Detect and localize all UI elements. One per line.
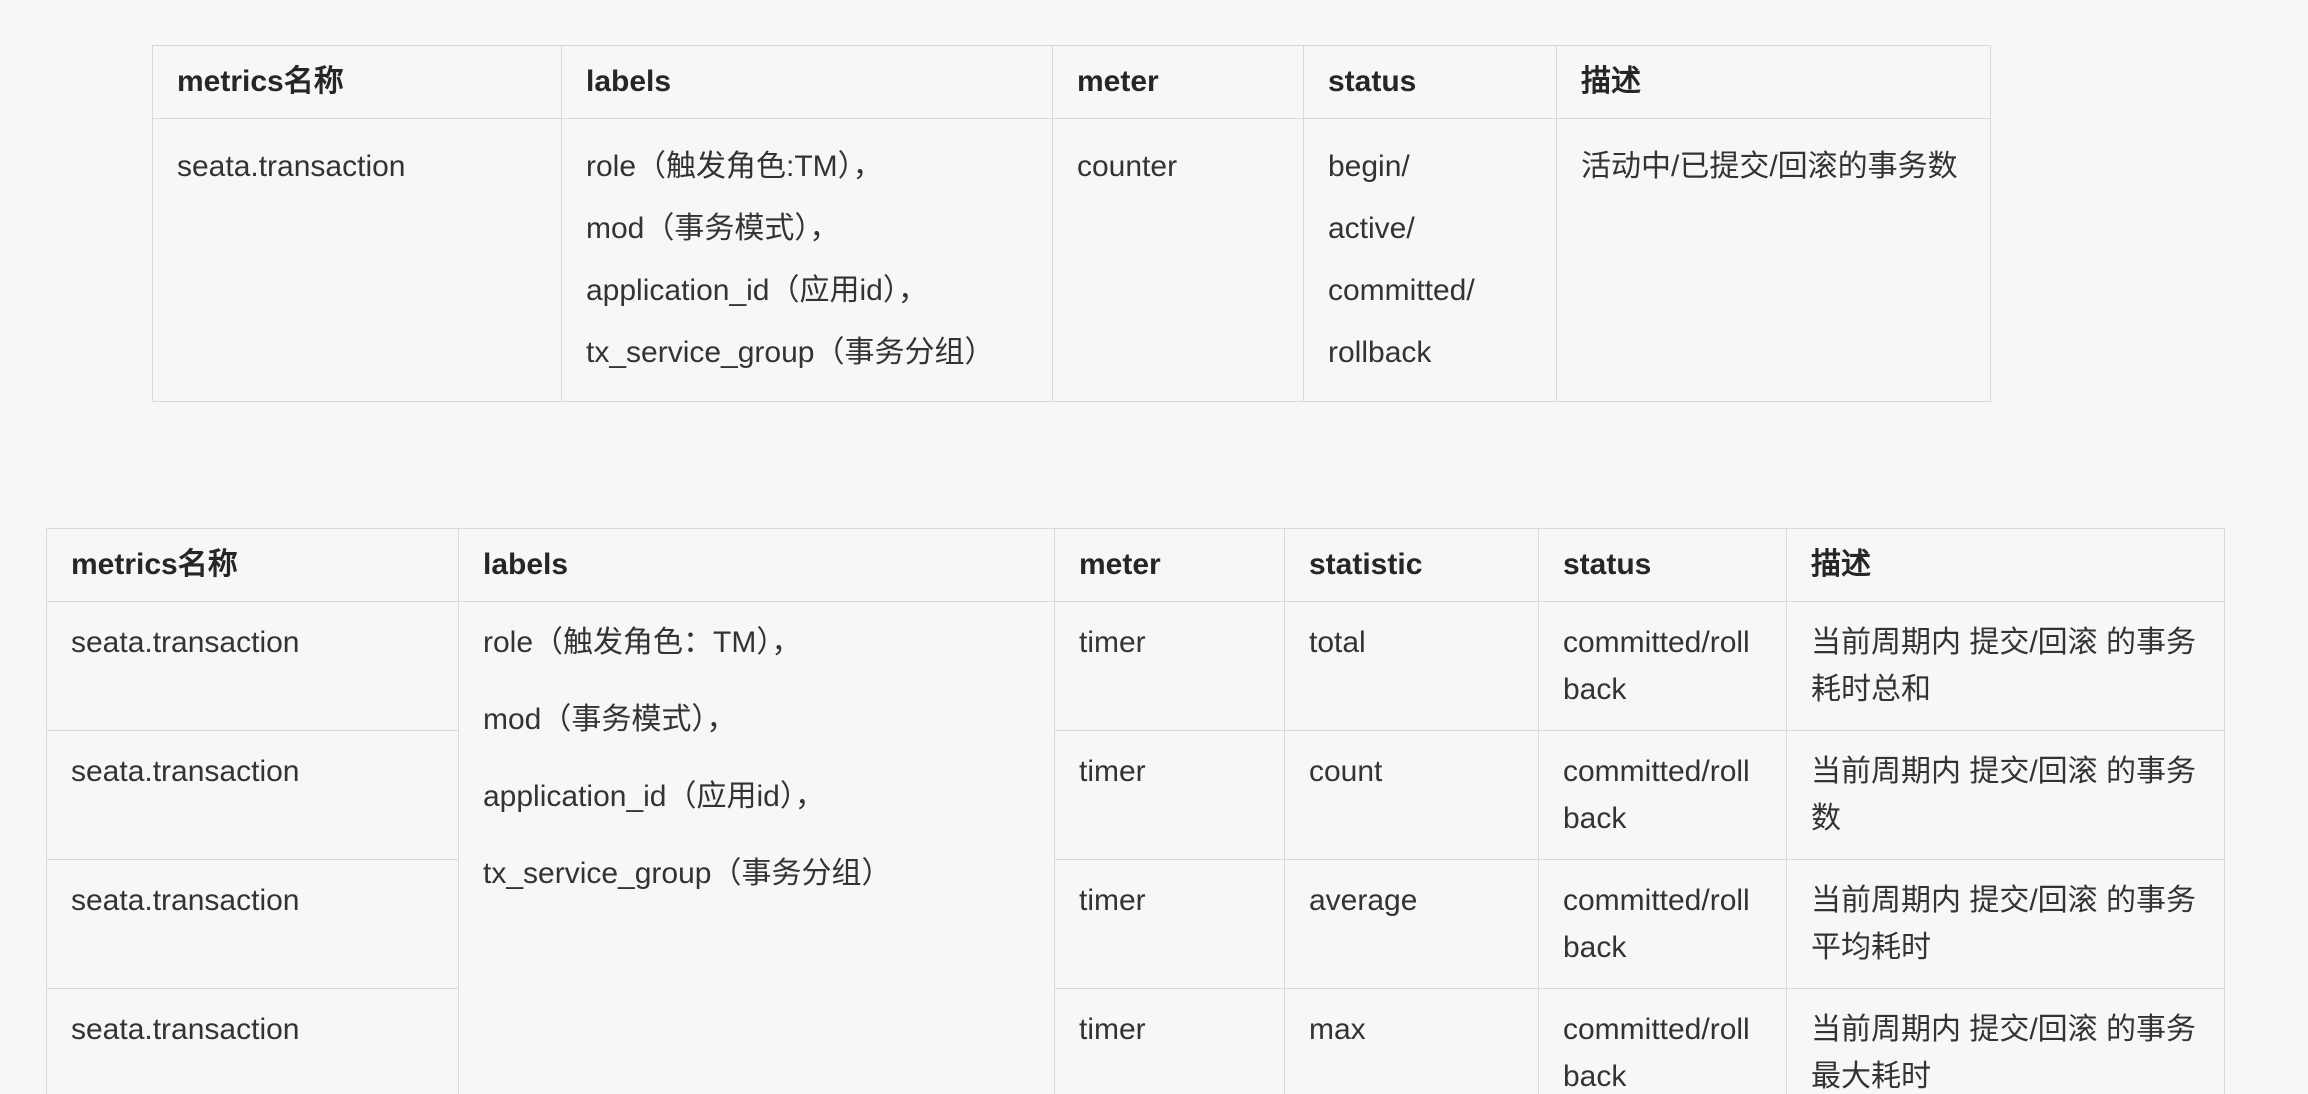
cell-metrics-name: seata.transaction — [46, 730, 459, 860]
table-row: seata.transaction timer average committe… — [46, 859, 2225, 989]
table-header-row: metrics名称 labels meter status 描述 — [152, 45, 1991, 119]
label-line: mod（事务模式）， — [483, 703, 737, 736]
table-row: seata.transaction role（触发角色：TM）， mod（事务模… — [46, 601, 2225, 1094]
label-line: tx_service_group（事务分组） — [483, 857, 892, 890]
cell-statistic: total — [1284, 601, 1539, 731]
status-line: active/ — [1328, 212, 1415, 245]
header-metrics-name: metrics名称 — [152, 45, 562, 119]
header-status: status — [1303, 45, 1557, 119]
cell-meter: timer — [1054, 601, 1285, 731]
cell-statistic: average — [1284, 859, 1539, 989]
cell-metrics-name: seata.transaction — [46, 601, 459, 731]
table-row: seata.transaction role（触发角色:TM）， mod（事务模… — [152, 118, 1991, 402]
metrics-timer-table: metrics名称 labels meter statistic status … — [46, 528, 2225, 1094]
label-line: role（触发角色：TM）， — [483, 626, 802, 659]
cell-metrics-name: seata.transaction — [46, 859, 459, 989]
label-line: mod（事务模式）， — [586, 212, 840, 245]
label-line: application_id（应用id）， — [586, 274, 928, 307]
header-status: status — [1538, 528, 1787, 602]
header-labels: labels — [561, 45, 1053, 119]
metrics-counter-table: metrics名称 labels meter status 描述 seata.t… — [152, 45, 1991, 402]
status-line: committed/ — [1328, 274, 1475, 307]
cell-metrics-name: seata.transaction — [46, 988, 459, 1094]
header-metrics-name: metrics名称 — [46, 528, 459, 602]
table-row: seata.transaction timer max committed/ro… — [46, 988, 2225, 1094]
cell-statistic: count — [1284, 730, 1539, 860]
cell-description: 当前周期内 提交/回滚 的事务耗时总和 — [1786, 601, 2225, 731]
status-line: rollback — [1328, 336, 1432, 369]
cell-meter: counter — [1052, 118, 1304, 402]
cell-meter: timer — [1054, 988, 1285, 1094]
cell-status: committed/rollback — [1538, 988, 1787, 1094]
table-header-row: metrics名称 labels meter statistic status … — [46, 528, 2225, 602]
cell-status: committed/rollback — [1538, 859, 1787, 989]
cell-description: 当前周期内 提交/回滚 的事务数 — [1786, 730, 2225, 860]
header-description: 描述 — [1786, 528, 2225, 602]
status-line: begin/ — [1328, 150, 1410, 183]
cell-labels: role（触发角色:TM）， mod（事务模式）， application_id… — [561, 118, 1053, 402]
label-line: role（触发角色:TM）， — [586, 150, 883, 183]
label-line: application_id（应用id）， — [483, 780, 825, 813]
cell-description: 当前周期内 提交/回滚 的事务最大耗时 — [1786, 988, 2225, 1094]
cell-status: committed/rollback — [1538, 730, 1787, 860]
cell-meter: timer — [1054, 730, 1285, 860]
header-meter: meter — [1052, 45, 1304, 119]
cell-meter: timer — [1054, 859, 1285, 989]
label-line: tx_service_group（事务分组） — [586, 336, 995, 369]
cell-description: 活动中/已提交/回滚的事务数 — [1556, 118, 1991, 402]
cell-status: begin/ active/ committed/ rollback — [1303, 118, 1557, 402]
header-description: 描述 — [1556, 45, 1991, 119]
header-statistic: statistic — [1284, 528, 1539, 602]
cell-description: 当前周期内 提交/回滚 的事务平均耗时 — [1786, 859, 2225, 989]
cell-status: committed/rollback — [1538, 601, 1787, 731]
header-meter: meter — [1054, 528, 1285, 602]
header-labels: labels — [458, 528, 1055, 602]
cell-labels: role（触发角色：TM）， mod（事务模式）， application_id… — [458, 601, 1055, 1094]
cell-statistic: max — [1284, 988, 1539, 1094]
table-row: seata.transaction timer count committed/… — [46, 730, 2225, 860]
cell-metrics-name: seata.transaction — [152, 118, 562, 402]
